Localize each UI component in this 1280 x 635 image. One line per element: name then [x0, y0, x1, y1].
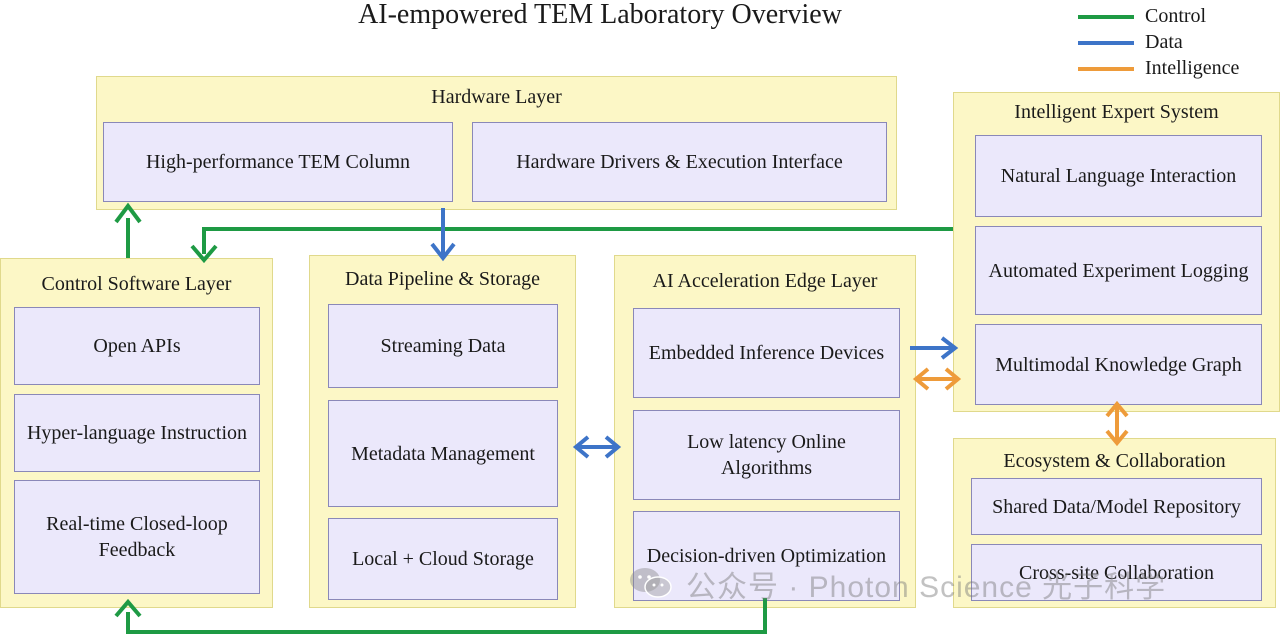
expert-system-layer: Intelligent Expert System Natural Langua…: [953, 92, 1280, 412]
knowledge-graph-box: Multimodal Knowledge Graph: [975, 324, 1262, 405]
legend-control-line: [1078, 15, 1134, 19]
expert-system-layer-title: Intelligent Expert System: [1014, 101, 1219, 123]
shared-repository-box: Shared Data/Model Repository: [971, 478, 1262, 535]
open-apis-box: Open APIs: [14, 307, 260, 385]
hyper-language-box: Hyper-language Instruction: [14, 394, 260, 472]
local-cloud-storage-box: Local + Cloud Storage: [328, 518, 558, 600]
legend-intelligence-label: Intelligence: [1145, 57, 1240, 79]
control-software-layer: Control Software Layer Open APIs Hyper-l…: [0, 258, 273, 608]
diagram-title: AI-empowered TEM Laboratory Overview: [358, 0, 842, 30]
wechat-icon: [630, 568, 672, 598]
control-arrow-expert-to-control: [190, 227, 953, 264]
data-pipeline-layer: Data Pipeline & Storage Streaming Data M…: [309, 255, 576, 608]
ai-edge-layer-title: AI Acceleration Edge Layer: [652, 270, 878, 292]
legend-data-label: Data: [1145, 31, 1183, 53]
legend-intelligence-line: [1078, 67, 1134, 71]
data-pipeline-layer-title: Data Pipeline & Storage: [345, 268, 540, 290]
hardware-drivers-box: Hardware Drivers & Execution Interface: [472, 122, 887, 202]
ecosystem-layer: Ecosystem & Collaboration Shared Data/Mo…: [953, 438, 1276, 608]
legend-data-line: [1078, 41, 1134, 45]
natural-language-box: Natural Language Interaction: [975, 135, 1262, 217]
data-arrow-edge-to-expert: [910, 336, 959, 360]
metadata-management-box: Metadata Management: [328, 400, 558, 507]
data-arrow-pipeline-edge: [572, 435, 622, 459]
embedded-inference-box: Embedded Inference Devices: [633, 308, 900, 398]
experiment-logging-box: Automated Experiment Logging: [975, 226, 1262, 315]
legend-control-label: Control: [1145, 5, 1207, 27]
intelligence-arrow-expert-ecosystem: [1105, 400, 1129, 447]
hardware-layer-title: Hardware Layer: [431, 86, 562, 108]
closed-loop-feedback-box: Real-time Closed-loop Feedback: [14, 480, 260, 594]
ai-edge-layer: AI Acceleration Edge Layer Embedded Infe…: [614, 255, 916, 608]
control-software-layer-title: Control Software Layer: [41, 273, 232, 295]
streaming-data-box: Streaming Data: [328, 304, 558, 388]
cross-site-collaboration-box: Cross-site Collaboration: [971, 544, 1262, 601]
low-latency-algorithms-box: Low latency Online Algorithms: [633, 410, 900, 500]
hardware-layer: Hardware Layer High-performance TEM Colu…: [96, 76, 897, 210]
ecosystem-layer-title: Ecosystem & Collaboration: [1003, 450, 1226, 472]
intelligence-arrow-edge-expert: [912, 367, 962, 391]
data-arrow-hardware-to-pipeline: [430, 208, 456, 262]
control-arrow-edge-to-control: [114, 598, 767, 634]
control-arrow-up: [114, 202, 142, 258]
tem-column-box: High-performance TEM Column: [103, 122, 453, 202]
decision-optimization-box: Decision-driven Optimization: [633, 511, 900, 601]
watermark-text: 公众号 · Photon Science 光子科学: [686, 571, 1167, 604]
